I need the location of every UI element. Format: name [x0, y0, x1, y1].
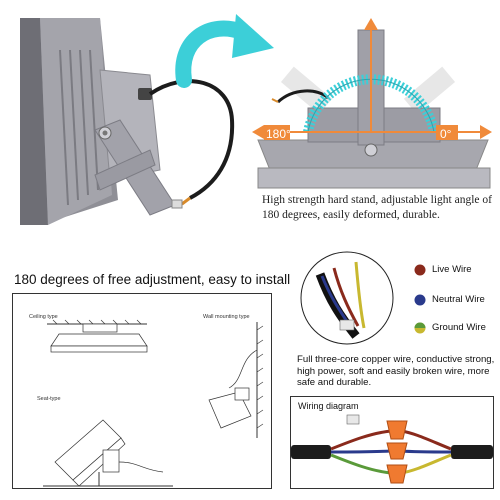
wall-mounting-label: Wall mounting type	[203, 314, 250, 320]
floodlight-side-image	[20, 18, 235, 225]
curved-arrow-icon	[175, 14, 274, 88]
install-title: 180 degrees of free adjustment, easy to …	[14, 272, 291, 287]
ground-wire-swatch-icon	[414, 322, 426, 334]
legend-live-label: Live Wire	[432, 264, 472, 275]
wire-caption: Full three-core copper wire, conductive …	[297, 354, 495, 389]
live-wire-swatch-icon	[414, 264, 426, 276]
ceiling-mount-diagram	[47, 319, 148, 353]
wiring-diagram-title: Wiring diagram	[298, 401, 359, 411]
floodlight-front-image	[252, 18, 492, 189]
three-core-wire-image	[300, 251, 394, 345]
wiring-diagram-panel: Wiring diagram	[290, 396, 494, 489]
legend-ground-label: Ground Wire	[432, 322, 486, 333]
seat-mount-diagram	[43, 419, 173, 487]
ceiling-type-label: Ceiling type	[29, 314, 58, 320]
mounting-types-panel: Ceiling type Wall mounting type Seat-typ…	[12, 293, 272, 489]
angle-caption: High strength hard stand, adjustable lig…	[262, 194, 492, 221]
legend-neutral-label: Neutral Wire	[432, 294, 485, 305]
wiring-diagram-image	[291, 414, 493, 484]
angle-0-label: 0°	[440, 127, 452, 141]
seat-type-label: Seat-type	[37, 396, 61, 402]
neutral-wire-swatch-icon	[414, 294, 426, 306]
angle-180-label: 180°	[266, 127, 291, 141]
wall-mount-diagram	[208, 322, 264, 438]
